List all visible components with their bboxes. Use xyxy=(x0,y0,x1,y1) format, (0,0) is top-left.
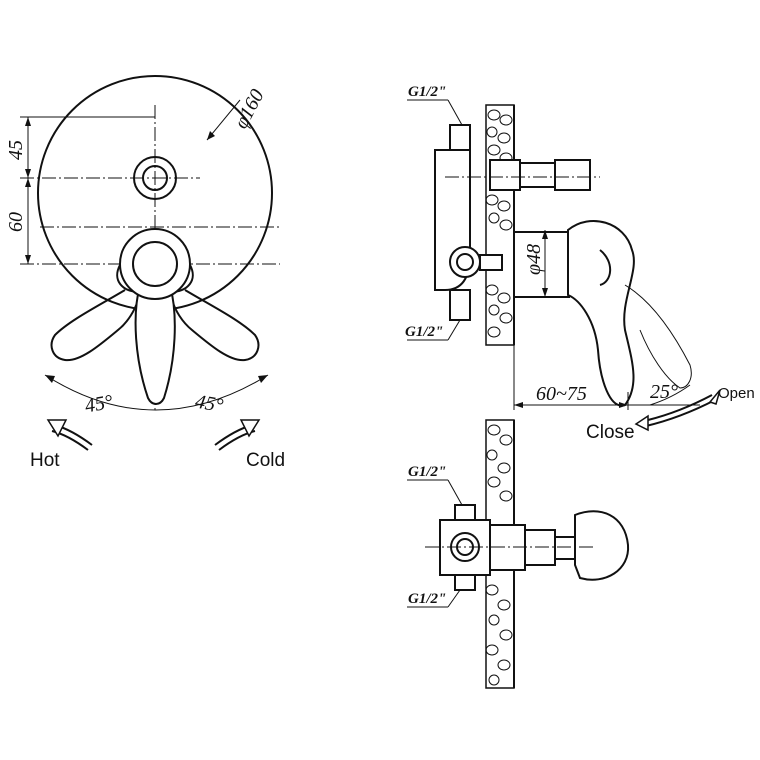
inlet-top-pipe xyxy=(449,124,471,151)
inlet-bottom-pipe xyxy=(449,289,471,321)
angle-25-label: 25° xyxy=(650,381,678,403)
hot-arrow-icon xyxy=(46,419,93,451)
side-top-pipe-label: G1/2" xyxy=(408,84,446,100)
lever-grip-highlight xyxy=(599,249,612,286)
diverter-stem xyxy=(519,162,556,188)
lever-cap-inner xyxy=(132,241,178,287)
open-label: Open xyxy=(718,385,755,402)
depth-60-75-label: 60~75 xyxy=(536,383,587,405)
bottom-bottom-pipe-label: G1/2" xyxy=(408,591,446,607)
bottom-lever-handle xyxy=(574,510,630,581)
open-close-arrow-icon xyxy=(634,389,721,432)
bottom-top-pipe-label: G1/2" xyxy=(408,464,446,480)
handle-right-position xyxy=(171,289,260,362)
handle-left-position xyxy=(50,289,139,362)
side-outlet-outer xyxy=(449,246,481,278)
diverter-knob-inner xyxy=(142,165,168,191)
rotation-angle-arc xyxy=(44,374,269,411)
side-view: φ48 60~75 25° Open Close G1/2" G1/2" xyxy=(405,84,755,443)
lever-cap-outer xyxy=(119,228,191,300)
close-label: Close xyxy=(586,422,635,443)
diameter-48-label: φ48 xyxy=(523,244,545,275)
lever-handle-side xyxy=(567,220,635,407)
cold-label: Cold xyxy=(246,450,285,471)
dimension-45: 45 xyxy=(5,140,27,160)
lever-housing xyxy=(513,231,570,298)
diverter-knob-side xyxy=(554,159,591,191)
dimension-60: 60 xyxy=(5,212,27,232)
bottom-view: G1/2" G1/2" xyxy=(407,419,630,689)
handle-main xyxy=(134,284,176,405)
angle-left-45: 45° xyxy=(83,391,114,418)
hot-label: Hot xyxy=(30,450,60,471)
bottom-wall-pebble-texture xyxy=(485,424,513,686)
wall-pebble-texture xyxy=(485,109,513,338)
side-outlet-inner xyxy=(456,253,474,271)
angle-right-45: 45° xyxy=(193,391,224,418)
cold-arrow-icon xyxy=(214,419,261,451)
side-bottom-pipe-label: G1/2" xyxy=(405,324,443,340)
lever-open-outline xyxy=(624,284,692,389)
diameter-160-label: φ160 xyxy=(230,86,269,133)
diverter-knob-outer xyxy=(133,156,177,200)
front-view: 45 60 φ160 45° 45° Hot Cold xyxy=(5,75,285,471)
